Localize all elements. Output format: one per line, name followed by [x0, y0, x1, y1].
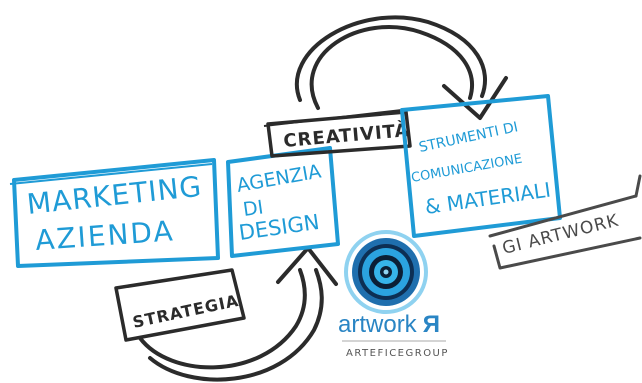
node-strategia: STRATEGIA [114, 268, 246, 342]
node-agenzia-design: AGENZIA DI DESIGN [226, 146, 340, 258]
logo-target-mark [344, 230, 428, 314]
logo-mark-letter: R [423, 311, 440, 338]
node-marketing-azienda: MARKETING AZIENDA [9, 158, 220, 268]
strumenti-line2: COMUNICAZIONE [410, 152, 523, 186]
agenzia-line1: AGENZIA [235, 160, 323, 196]
arrow-top-curve [295, 15, 508, 120]
strumenti-line3: & MATERIALI [423, 178, 552, 219]
marketing-line2: AZIENDA [34, 214, 175, 257]
logo-subtitle: ARTEFICEGROUP [346, 348, 449, 359]
artwork-logo: artwork R ARTEFICEGROUP [338, 230, 449, 359]
strategia-label: STRATEGIA [131, 291, 241, 332]
agenzia-line2: DI [242, 196, 265, 221]
strumenti-line1: STRUMENTI DI [418, 119, 520, 156]
node-creativita: CREATIVITÀ [263, 109, 412, 158]
logo-wordmark: artwork [338, 311, 418, 338]
